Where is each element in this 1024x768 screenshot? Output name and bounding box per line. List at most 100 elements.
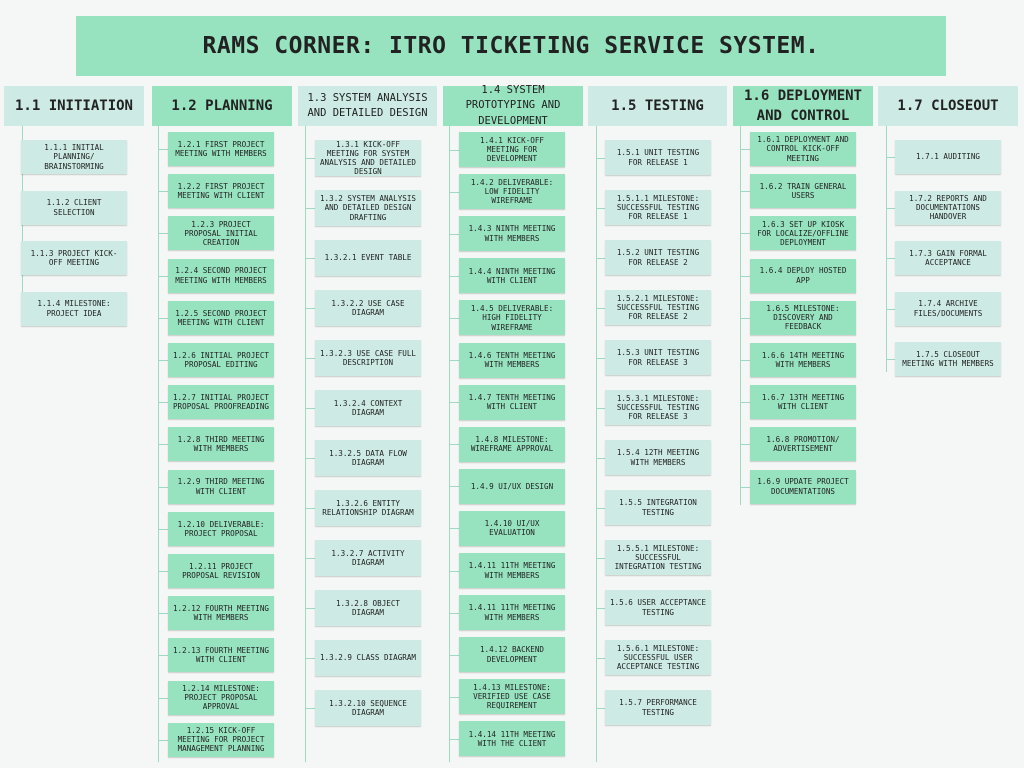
connector-horizontal (740, 233, 750, 235)
task-box: 1.5.6 USER ACCEPTANCE TESTING (605, 590, 711, 625)
task-box: 1.3.2.5 DATA FLOW DIAGRAM (315, 440, 421, 476)
page-title: RAMS CORNER: ITRO TICKETING SERVICE SYST… (76, 16, 946, 76)
task-box: 1.4.7 TENTH MEETING WITH CLIENT (459, 384, 565, 420)
task-box: 1.5.1.1 MILESTONE: SUCCESSFUL TESTING FO… (605, 190, 711, 225)
task-box: 1.4.10 UI/UX EVALUATION (459, 510, 565, 546)
connector-horizontal (449, 317, 459, 319)
connector-horizontal (449, 149, 459, 151)
task-box: 1.3.2.9 CLASS DIAGRAM (315, 640, 421, 676)
connector-horizontal (740, 191, 750, 193)
connector-vertical (886, 126, 887, 372)
task-box: 1.1.2 CLIENT SELECTION (21, 190, 127, 225)
phase-header-closeout: 1.7 CLOSEOUT (878, 86, 1018, 126)
task-box: 1.6.3 SET UP KIOSK FOR LOCALIZE/OFFLINE … (750, 216, 856, 251)
task-box: 1.4.9 UI/UX DESIGN (459, 468, 565, 504)
connector-horizontal (596, 307, 605, 309)
connector-horizontal (596, 457, 605, 459)
task-box: 1.4.6 TENTH MEETING WITH MEMBERS (459, 342, 565, 378)
connector-horizontal (740, 149, 750, 150)
connector-horizontal (886, 157, 895, 158)
task-box: 1.2.11 PROJECT PROPOSAL REVISION (168, 554, 274, 588)
task-box: 1.3.2 SYSTEM ANALYSIS AND DETAILED DESIG… (315, 190, 421, 226)
task-box: 1.6.1 DEPLOYMENT AND CONTROL KICK-OFF ME… (750, 132, 856, 166)
task-box: 1.5.5 INTEGRATION TESTING (605, 490, 711, 525)
task-box: 1.4.4 NINTH MEETING WITH CLIENT (459, 258, 565, 294)
task-box: 1.3.1 KICK-OFF MEETING FOR SYSTEM ANALYS… (315, 140, 421, 176)
connector-horizontal (740, 486, 750, 488)
task-box: 1.3.2.2 USE CASE DIAGRAM (315, 290, 421, 326)
task-box: 1.6.7 13TH MEETING WITH CLIENT (750, 385, 856, 420)
connector-horizontal (740, 275, 750, 277)
task-box: 1.6.6 14TH MEETING WITH MEMBERS (750, 343, 856, 377)
connector-horizontal (158, 571, 168, 572)
connector-horizontal (305, 608, 315, 609)
task-box: 1.7.4 ARCHIVE FILES/DOCUMENTS (895, 291, 1001, 326)
connector-vertical (449, 126, 450, 762)
task-box: 1.5.2.1 MILESTONE: SUCCESSFUL TESTING FO… (605, 290, 711, 325)
task-box: 1.7.2 REPORTS AND DOCUMENTATIONS HANDOVE… (895, 190, 1001, 225)
connector-horizontal (449, 486, 459, 488)
connector-horizontal (158, 317, 168, 319)
task-box: 1.6.9 UPDATE PROJECT DOCUMENTATIONS (750, 469, 856, 504)
task-box: 1.2.13 FOURTH MEETING WITH CLIENT (168, 638, 274, 673)
task-box: 1.5.2 UNIT TESTING FOR RELEASE 2 (605, 240, 711, 275)
connector-horizontal (740, 444, 750, 446)
task-box: 1.4.12 BACKEND DEVELOPMENT (459, 637, 565, 673)
task-box: 1.4.8 MILESTONE: WIREFRAME APPROVAL (459, 426, 565, 462)
task-box: 1.1.1 INITIAL PLANNING/ BRAINSTORMING (21, 140, 127, 174)
connector-horizontal (449, 402, 459, 404)
connector-horizontal (449, 654, 459, 656)
connector-horizontal (449, 570, 459, 572)
task-box: 1.5.7 PERFORMANCE TESTING (605, 690, 711, 725)
task-box: 1.6.4 DEPLOY HOSTED APP (750, 258, 856, 293)
task-box: 1.2.10 DELIVERABLE: PROJECT PROPOSAL (168, 511, 274, 546)
connector-horizontal (740, 317, 750, 319)
connector-horizontal (305, 208, 315, 209)
task-box: 1.3.2.3 USE CASE FULL DESCRIPTION (315, 340, 421, 376)
task-box: 1.2.6 INITIAL PROJECT PROPOSAL EDITING (168, 343, 274, 377)
connector-horizontal (886, 258, 895, 259)
task-box: 1.5.4 12TH MEETING WITH MEMBERS (605, 440, 711, 475)
connector-horizontal (886, 308, 895, 310)
connector-vertical (740, 126, 741, 505)
connector-horizontal (449, 612, 459, 614)
task-box: 1.3.2.1 EVENT TABLE (315, 240, 421, 276)
connector-horizontal (596, 157, 605, 159)
task-box: 1.2.14 MILESTONE: PROJECT PROPOSAL APPRO… (168, 680, 274, 715)
task-box: 1.3.2.4 CONTEXT DIAGRAM (315, 390, 421, 426)
connector-horizontal (158, 655, 168, 657)
connector-horizontal (740, 360, 750, 361)
task-box: 1.1.4 MILESTONE: PROJECT IDEA (21, 291, 127, 326)
phase-header-planning: 1.2 PLANNING (152, 86, 292, 126)
connector-horizontal (158, 360, 168, 361)
task-box: 1.7.1 AUDITING (895, 140, 1001, 174)
connector-horizontal (158, 191, 168, 193)
connector-horizontal (740, 402, 750, 404)
task-box: 1.2.3 PROJECT PROPOSAL INITIAL CREATION (168, 216, 274, 251)
task-box: 1.4.13 MILESTONE: VERIFIED USE CASE REQU… (459, 679, 565, 715)
task-box: 1.3.2.10 SEQUENCE DIAGRAM (315, 690, 421, 726)
connector-horizontal (158, 149, 168, 150)
connector-horizontal (305, 558, 315, 559)
connector-horizontal (305, 408, 315, 409)
phase-header-deployment: 1.6 DEPLOYMENT AND CONTROL (733, 86, 873, 126)
task-box: 1.4.11 11TH MEETING WITH MEMBERS (459, 595, 565, 631)
phase-header-system-analysis: 1.3 SYSTEM ANALYSIS AND DETAILED DESIGN (298, 86, 437, 126)
connector-horizontal (305, 508, 315, 509)
task-box: 1.2.12 FOURTH MEETING WITH MEMBERS (168, 596, 274, 631)
connector-horizontal (596, 357, 605, 359)
task-box: 1.2.4 SECOND PROJECT MEETING WITH MEMBER… (168, 258, 274, 293)
phase-header-testing: 1.5 TESTING (588, 86, 727, 126)
connector-horizontal (596, 257, 605, 259)
connector-horizontal (596, 607, 605, 609)
connector-horizontal (449, 444, 459, 446)
task-box: 1.7.3 GAIN FORMAL ACCEPTANCE (895, 241, 1001, 275)
task-box: 1.5.3 UNIT TESTING FOR RELEASE 3 (605, 340, 711, 375)
connector-horizontal (305, 708, 315, 709)
task-box: 1.1.3 PROJECT KICK-OFF MEETING (21, 241, 127, 275)
connector-horizontal (886, 359, 895, 360)
connector-horizontal (305, 258, 315, 259)
connector-horizontal (305, 458, 315, 459)
connector-horizontal (158, 613, 168, 615)
task-box: 1.5.5.1 MILESTONE: SUCCESSFUL INTEGRATIO… (605, 540, 711, 575)
